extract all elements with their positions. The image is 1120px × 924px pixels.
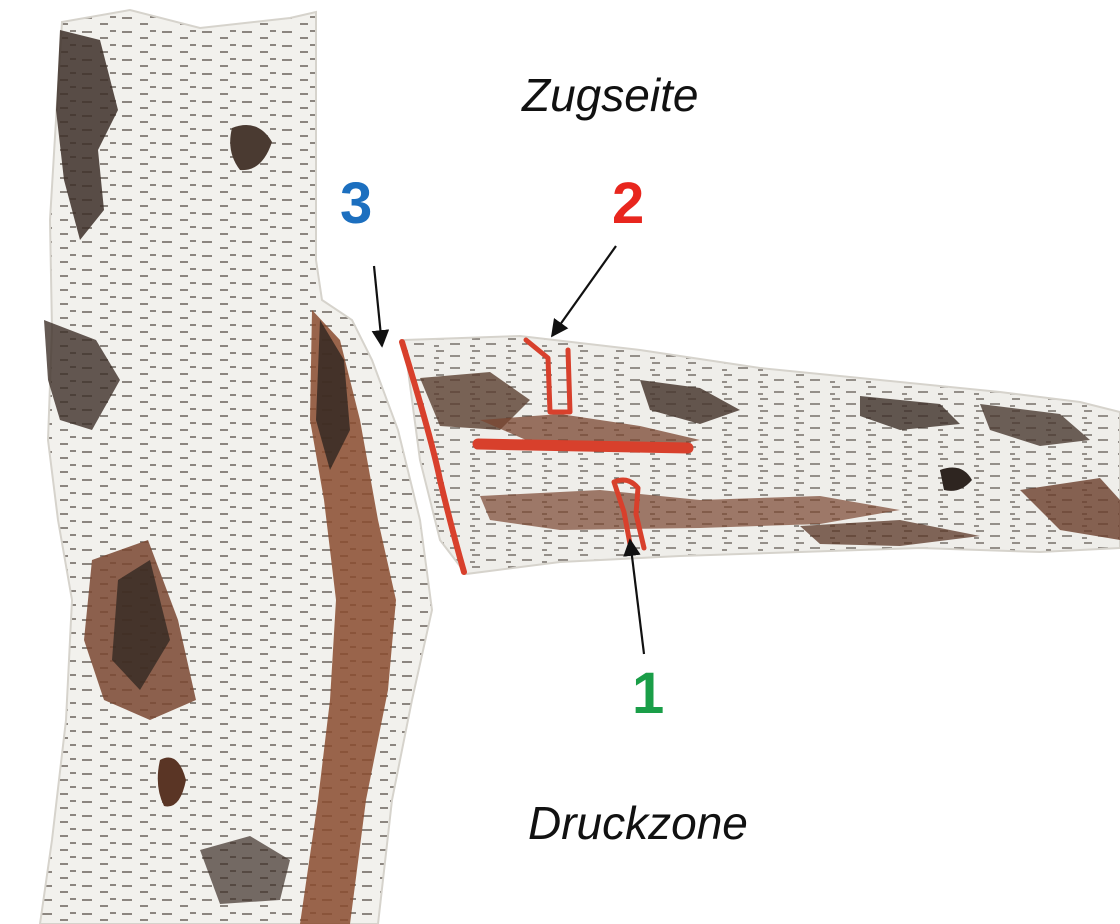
marker-2: 2 xyxy=(612,170,644,237)
branch xyxy=(404,336,1120,574)
label-zugseite: Zugseite xyxy=(522,68,698,122)
marker-1: 1 xyxy=(632,660,664,727)
trunk xyxy=(40,10,432,924)
label-druckzone: Druckzone xyxy=(528,796,748,850)
branch-center-line xyxy=(478,444,688,448)
branch-bark xyxy=(404,336,1120,574)
marker-3: 3 xyxy=(340,170,372,237)
arrow-2 xyxy=(552,246,616,336)
arrow-3 xyxy=(374,266,382,346)
